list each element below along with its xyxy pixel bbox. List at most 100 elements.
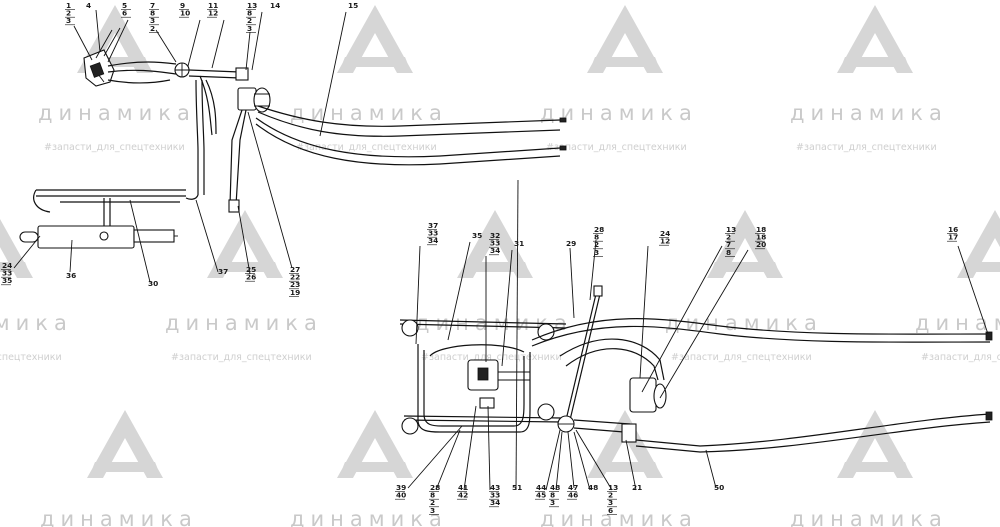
callout-number: 7 <box>150 1 155 10</box>
watermark-brand: динамика <box>915 311 1000 335</box>
watermark-tag: #запасти_для_спецтехники <box>921 352 1000 363</box>
watermark-logo <box>337 410 413 478</box>
callout-30: 30 <box>148 279 158 288</box>
callout-number: 32 <box>490 231 500 240</box>
callout-number: 12 <box>208 9 218 18</box>
watermark-brand: динамика <box>40 507 198 527</box>
watermark-logo <box>207 210 283 278</box>
watermark-logo <box>337 5 413 73</box>
callout-number: 3 <box>66 16 71 25</box>
callout-9: 910 <box>179 1 190 18</box>
watermark-layer: динамика #запасти_для_спецтехники динамика… <box>0 5 1000 527</box>
callout-number: 3 <box>594 248 599 257</box>
callout-number: 39 <box>396 483 406 492</box>
lower-right-assembly <box>399 285 993 453</box>
watermark-a-icon <box>87 410 163 478</box>
right-valve <box>629 377 657 413</box>
callout-number: 37 <box>218 267 228 276</box>
callout-number: 51 <box>512 483 522 492</box>
watermark-logo <box>837 410 913 478</box>
callout-50: 50 <box>714 483 724 492</box>
callout-1: 123 <box>65 1 75 25</box>
callout-number: 24 <box>2 261 12 270</box>
callout-number: 40 <box>396 491 406 500</box>
watermark-tag: #запасти_для_спецтехники <box>546 142 687 153</box>
callout-number: 11 <box>208 1 218 10</box>
callout-number: 2 <box>608 491 613 500</box>
callout-number: 48 <box>550 483 560 492</box>
callout-number: 25 <box>246 265 256 274</box>
callout-number: 12 <box>660 237 670 246</box>
callout-number: 2 <box>726 233 731 242</box>
callout-number: 35 <box>472 231 482 240</box>
callout-number: 29 <box>566 239 576 248</box>
callout-number: 33 <box>490 491 500 500</box>
callout-number: 16 <box>948 225 958 234</box>
callout-number: 34 <box>428 236 438 245</box>
callout-35: 35 <box>472 231 482 240</box>
callout-number: 6 <box>122 9 127 18</box>
watermark-brand: динамика <box>165 311 323 335</box>
callout-number: 2 <box>150 24 155 33</box>
watermark-logo <box>707 210 783 278</box>
callout-number: 13 <box>247 1 257 10</box>
callout-number: 35 <box>2 276 12 285</box>
watermark-tag: #запасти_для_спецтехники <box>671 352 812 363</box>
callout-number: 26 <box>246 273 256 282</box>
watermark-tag: #запасти_для_спецтехники <box>796 142 937 153</box>
callout-36: 36 <box>66 271 76 280</box>
watermark-a-icon <box>707 210 783 278</box>
callout-15: 15 <box>348 1 358 10</box>
callout-number: 6 <box>608 506 613 515</box>
callout-number: 33 <box>428 229 438 238</box>
callout-number: 22 <box>290 273 300 282</box>
callout-number: 2 <box>66 9 71 18</box>
callout-number: 41 <box>458 483 468 492</box>
callout-number: 33 <box>490 239 500 248</box>
callout-number: 3 <box>608 498 613 507</box>
callout-number: 17 <box>948 233 958 242</box>
watermark-brand: динамика <box>790 101 948 125</box>
callout-number: 8 <box>550 491 555 500</box>
callout-number: 4 <box>86 1 91 10</box>
watermark-a-icon <box>587 410 663 478</box>
watermark-a-icon <box>0 218 33 278</box>
watermark-logo <box>87 410 163 478</box>
callout-number: 15 <box>348 1 358 10</box>
callout-number: 2 <box>247 16 252 25</box>
callout-number: 34 <box>490 246 500 255</box>
callout-number: 8 <box>726 248 731 257</box>
callout-number: 8 <box>594 233 599 242</box>
callout-number: 18 <box>756 225 766 234</box>
callout-31: 31 <box>514 239 524 248</box>
hydraulic-cylinder <box>37 225 135 249</box>
callout-21: 21 <box>632 483 642 492</box>
callout-number: 28 <box>430 483 440 492</box>
callout-number: 14 <box>270 1 280 10</box>
watermark-brand: динамика <box>38 101 196 125</box>
callout-number: 8 <box>430 491 435 500</box>
callout-number: 36 <box>66 271 76 280</box>
watermark-a-icon <box>957 210 1000 278</box>
callout-number: 8 <box>247 9 252 18</box>
callout-number: 43 <box>490 483 500 492</box>
callout-number: 46 <box>568 491 578 500</box>
watermark-a-icon <box>207 210 283 278</box>
callout-number: 48 <box>588 483 598 492</box>
watermark-tag: #запасти_для_спецтехники <box>44 142 185 153</box>
watermark-a-icon <box>337 410 413 478</box>
watermark-brand: динамика <box>665 311 823 335</box>
watermark-tag: #запасти_для_спецтехники <box>421 352 562 363</box>
watermark-brand: динамика <box>290 101 448 125</box>
